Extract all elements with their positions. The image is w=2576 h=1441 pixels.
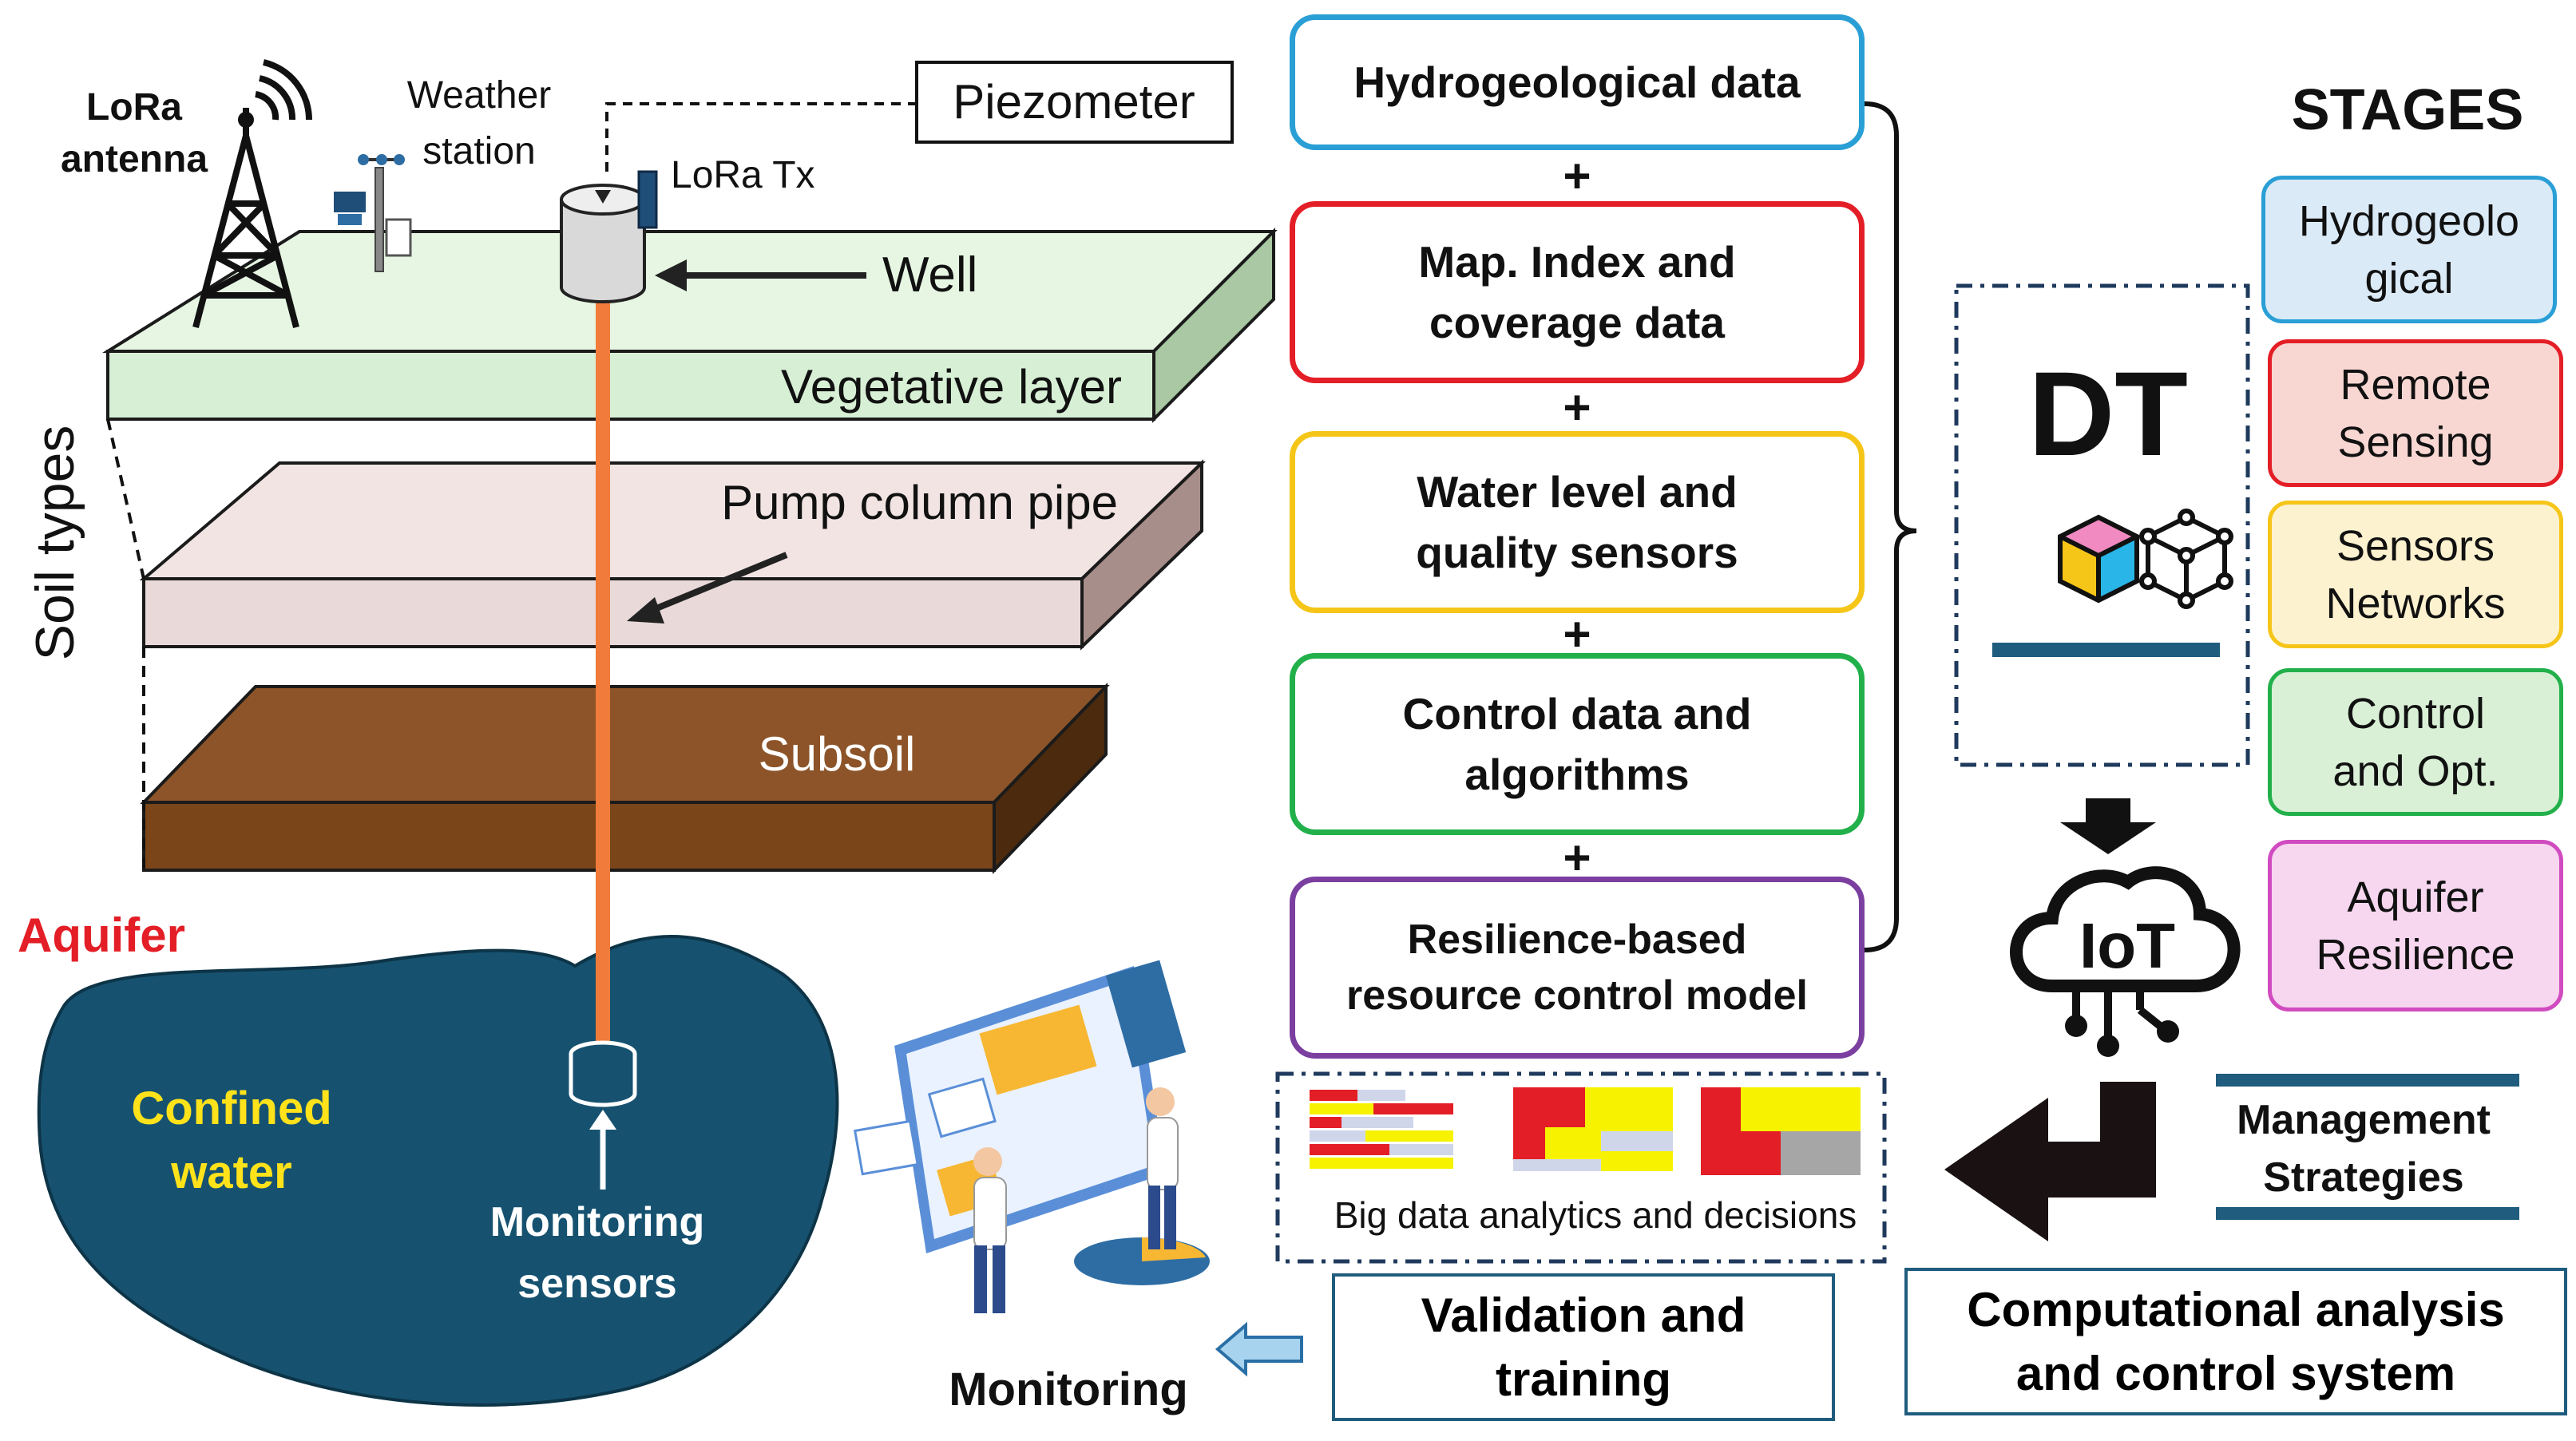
stage-control-opt: Control and Opt. xyxy=(2268,668,2563,816)
well-label: Well xyxy=(882,247,977,303)
stage-sensors-networks: Sensors Networks xyxy=(2268,501,2563,648)
aquifer-label: Aquifer xyxy=(18,909,185,962)
iot-return-arrow xyxy=(1944,1082,2156,1241)
heatmap-icon-3 xyxy=(1701,1087,1861,1175)
dt-label: DT xyxy=(2028,346,2188,481)
weather-station-label-1: Weather xyxy=(407,74,552,117)
big-data-box xyxy=(1275,1071,1887,1264)
confined-water-label-2: water xyxy=(170,1146,292,1198)
flow-label-resilience-model: Resilience-based resource control model xyxy=(1346,916,1808,1019)
aquifer-blob xyxy=(37,935,839,1407)
network-cube-icon xyxy=(2139,509,2233,609)
antenna-tip xyxy=(238,112,254,128)
flow-label-map-index: Map. Index and coverage data xyxy=(1418,237,1736,347)
flow-label-control-data: Control data and algorithms xyxy=(1402,689,1752,799)
stage-label-hydrogeological: Hydrogeolo gical xyxy=(2298,196,2520,303)
subsoil-label: Subsoil xyxy=(759,727,916,781)
vegetative-layer-label: Vegetative layer xyxy=(781,360,1122,414)
management-bar-bottom xyxy=(2216,1207,2519,1220)
piezometer-box xyxy=(915,61,1234,144)
pump-column-pipe-label: Pump column pipe xyxy=(721,476,1118,529)
stage-label-sensors-networks: Sensors Networks xyxy=(2325,521,2506,627)
flow-box-map-index: Map. Index and coverage data xyxy=(1290,201,1865,383)
computational-label: Computational analysis and control syste… xyxy=(1967,1282,2505,1400)
plus-sign-1: + xyxy=(1563,149,1591,203)
weather-station-icon xyxy=(334,154,412,272)
confined-water-label-1: Confined xyxy=(131,1083,331,1134)
piezometer-leader xyxy=(605,102,918,172)
soil-types-label: Soil types xyxy=(25,426,85,661)
lora-antenna-label-1: LoRa xyxy=(86,86,182,129)
soil-types-bracket xyxy=(106,418,145,870)
management-bar-top xyxy=(2216,1074,2519,1087)
flow-label-hydrogeological-data: Hydrogeological data xyxy=(1353,57,1801,107)
stage-aquifer-resilience: Aquifer Resilience xyxy=(2268,840,2563,1011)
monitoring-sensors-label-1: Monitoring xyxy=(490,1199,705,1245)
lora-antenna-label-2: antenna xyxy=(61,138,208,180)
heatmap-icon-2 xyxy=(1513,1087,1673,1171)
plus-sign-3: + xyxy=(1563,608,1591,661)
iot-cloud-icon xyxy=(2010,866,2241,1057)
stage-label-control-opt: Control and Opt. xyxy=(2332,689,2499,795)
validation-box: Validation and training xyxy=(1332,1273,1835,1421)
flow-label-water-level: Water level and quality sensors xyxy=(1416,467,1738,577)
flow-bracket xyxy=(1864,101,1917,952)
pump-pipe xyxy=(596,295,610,1062)
monitoring-label: Monitoring xyxy=(949,1364,1188,1415)
validation-label: Validation and training xyxy=(1421,1288,1746,1406)
stage-label-aquifer-resilience: Aquifer Resilience xyxy=(2316,873,2515,979)
management-label-2: Strategies xyxy=(2263,1154,2463,1201)
flow-box-hydrogeological-data: Hydrogeological data xyxy=(1290,14,1865,150)
analytics-dashboard-illustration xyxy=(853,960,1210,1313)
dt-to-iot-arrow xyxy=(2060,798,2156,854)
cube-icon xyxy=(2058,514,2139,604)
sensor-up-arrow xyxy=(589,1110,616,1190)
plus-sign-2: + xyxy=(1563,381,1591,434)
flow-box-water-level: Water level and quality sensors xyxy=(1290,431,1865,613)
stage-hydrogeological: Hydrogeolo gical xyxy=(2261,176,2557,323)
vegetative-layer xyxy=(102,228,1278,423)
heatmap-icon-1 xyxy=(1310,1087,1453,1175)
pump-arrow xyxy=(627,552,788,624)
flow-box-control-data: Control data and algorithms xyxy=(1290,653,1865,835)
monitoring-sensors-label-2: sensors xyxy=(517,1261,676,1307)
subsoil-layer xyxy=(140,683,1110,874)
weather-station-label-2: station xyxy=(422,130,535,172)
pump-layer xyxy=(139,459,1206,651)
well-icon xyxy=(560,170,658,303)
well-arrow xyxy=(655,259,866,291)
flow-box-resilience-model: Resilience-based resource control model xyxy=(1290,877,1865,1059)
management-label-1: Management xyxy=(2237,1097,2491,1143)
plus-sign-4: + xyxy=(1563,831,1591,885)
validation-to-monitoring-arrow xyxy=(1215,1321,1303,1377)
iot-label: IoT xyxy=(2079,910,2175,981)
computational-box: Computational analysis and control syste… xyxy=(1904,1268,2567,1415)
big-data-label: Big data analytics and decisions xyxy=(1334,1194,1857,1236)
stages-title: STAGES xyxy=(2292,78,2524,142)
stage-label-remote-sensing: Remote Sensing xyxy=(2337,360,2494,466)
lora-tx-label: LoRa Tx xyxy=(671,154,815,196)
monitoring-sensor-icon xyxy=(569,1040,637,1107)
stage-remote-sensing: Remote Sensing xyxy=(2268,339,2563,487)
dt-box xyxy=(1954,283,2250,767)
piezometer-label: Piezometer xyxy=(953,75,1195,129)
dt-underline xyxy=(1992,643,2220,657)
